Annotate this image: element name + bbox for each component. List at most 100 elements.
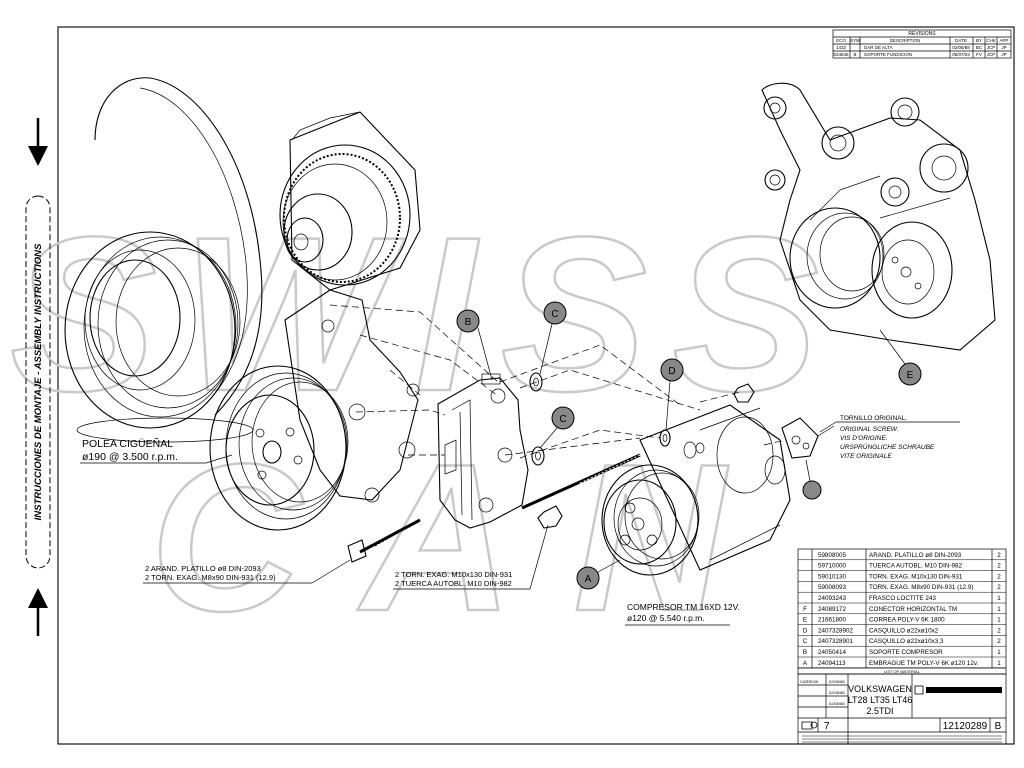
compressor	[601, 404, 791, 576]
bom-desc: TORN. EXAG. M8x90 DIN-931 (12.9)	[869, 584, 974, 591]
bom-qty: 2	[997, 573, 1001, 580]
compressor-bracket	[437, 373, 529, 529]
bom-sym: E	[803, 617, 807, 624]
callout-compressor-line2: ø120 @ 5.540 r.p.m.	[627, 613, 705, 623]
balloon-c-lower: C	[539, 406, 575, 449]
balloon-f	[802, 459, 822, 500]
title-left-row3-date: 02/06/88	[829, 701, 845, 706]
balloon-d: D	[660, 358, 684, 431]
title-revision: B	[995, 721, 1002, 732]
callout-crank-pulley-line1: POLEA CIGÜEÑAL	[82, 437, 173, 450]
callout-original-screw-line3: VIS D'ORIGINE.	[840, 435, 888, 442]
balloon-a-label: A	[585, 574, 592, 585]
rev-row2-desc: SOPORTE FUNDICION	[864, 52, 912, 57]
callout-washer-bolt: 2 ARAND. PLATILLO ø8 DIN-2093 2 TORN. EX…	[143, 559, 351, 584]
company-logo	[914, 685, 1002, 695]
balloon-c-upper-label: C	[551, 309, 558, 320]
bom-part: 21661800	[818, 617, 847, 624]
alternator	[279, 111, 421, 291]
title-left-row1-label: CARRION	[800, 679, 819, 684]
bom-desc: CONECTOR HORIZONTAL TM	[869, 606, 957, 613]
bom-qty: 1	[997, 606, 1001, 613]
bom-sym: D	[803, 627, 808, 634]
callout-crank-pulley: POLEA CIGÜEÑAL ø190 @ 3.500 r.p.m.	[80, 437, 233, 464]
bom-desc: FRASCO LOCTITE 243	[869, 595, 936, 602]
rev-row2-date: 05/07/03	[952, 52, 970, 57]
bom-part: 24093243	[818, 595, 847, 602]
bom-desc: EMBRAGUE TM POLY-V 6K ø120 12v.	[869, 660, 979, 667]
arrow-down-icon	[28, 118, 48, 166]
watermark-line1: SWISS	[10, 191, 844, 437]
bom-qty: 2	[997, 552, 1001, 559]
rev-row1-app: JP	[1001, 45, 1006, 50]
bom-sym: F	[803, 606, 807, 613]
title-left-row2-date: 02/06/88	[829, 690, 845, 695]
side-title: INSTRUCCIONES DE MONTAJE - ASSEMBLY INST…	[33, 243, 44, 520]
revisions-block: REVISIONS ECO SYM DESCRIPTION DATE BY CH…	[832, 29, 1012, 59]
rev-row1-date: 02/06/88	[952, 45, 970, 50]
bom-qty: 1	[997, 660, 1001, 667]
bom-qty: 1	[997, 617, 1001, 624]
balloon-a: A	[576, 559, 621, 590]
balloon-b: B	[456, 309, 493, 381]
bom-part: 24094113	[818, 660, 846, 667]
rev-header-chk: CHK	[986, 38, 996, 43]
bom-qty: 1	[997, 595, 1001, 602]
callout-crank-pulley-line2: ø190 @ 3.500 r.p.m.	[82, 451, 178, 463]
bom-desc: CASQUILLO ø22xø10x3,3	[869, 638, 944, 645]
rev-header-sym: SYM	[850, 38, 860, 43]
rev-row2-eco: 534845	[833, 52, 849, 57]
title-drawing-number: 12120289	[943, 721, 988, 732]
rev-row2-chk: JCP	[987, 52, 996, 57]
belt-routing-detail	[761, 82, 996, 351]
rev-row1-by: BC	[976, 45, 983, 50]
bom-part: 2407328902	[818, 627, 854, 634]
bom-qty: 2	[997, 638, 1001, 645]
title-vehicle: VOLKSWAGEN	[848, 684, 912, 694]
bolt-m10-upper	[521, 453, 641, 510]
callout-original-screw-line5: VITE ORIGINALE	[840, 453, 892, 460]
title-models: LT28 LT35 LT46	[848, 695, 913, 705]
bom-desc: CASQUILLO ø22xø10x2	[869, 627, 939, 634]
revisions-title: REVISIONS	[908, 31, 936, 37]
bolt-m8	[347, 518, 421, 563]
balloon-c-upper: C	[539, 301, 567, 375]
front-pulley	[209, 365, 349, 531]
bom-part: 24050414	[818, 649, 847, 656]
engine-bracket	[284, 289, 420, 503]
title-left-row1-date: 02/06/88	[829, 679, 845, 684]
arrow-up-icon	[28, 588, 48, 636]
bom-desc: SOPORTE COMPRESOR	[869, 649, 943, 656]
bom-part: 59710000	[818, 563, 847, 570]
bom-qty: 2	[997, 563, 1001, 570]
balloon-d-label: D	[668, 366, 675, 377]
callout-compressor-line1: COMPRESOR TM 16XD 12V.	[627, 602, 740, 612]
bom-row: 24093243 FRASCO LOCTITE 243 1	[798, 595, 1006, 604]
rev-row1-desc: DAR DE ALTA	[864, 45, 893, 50]
rev-header-by: BY	[976, 38, 982, 43]
bom-desc: TORN. EXAG. M10x130 DIN-931	[869, 573, 963, 580]
callout-bolt-nut-line1: 2 TORN. EXAG. M10x130 DIN-931	[395, 570, 512, 579]
callout-original-screw-line4: URSPRÜNGLICHE SCHRAUBE	[840, 443, 935, 451]
callout-bolt-nut-line2: 2 TUERCA AUTOBL. M10 DIN-982	[395, 579, 512, 588]
bom-caption: LIST OF MATERIAL	[884, 669, 921, 674]
spacer-c-upper	[529, 372, 543, 392]
spacer-c-lower	[531, 446, 545, 466]
sheet-border	[57, 26, 1015, 745]
balloon-e: E	[879, 329, 922, 386]
rev-row2-by: FV	[976, 52, 982, 57]
balloon-b-label: B	[465, 317, 472, 328]
rev-header-desc: DESCRIPTION	[890, 38, 921, 43]
bom-qty: 1	[997, 649, 1001, 656]
callout-original-screw: TORNILLO ORIGINAL. ORIGINAL SCREW. VIS D…	[819, 415, 962, 461]
